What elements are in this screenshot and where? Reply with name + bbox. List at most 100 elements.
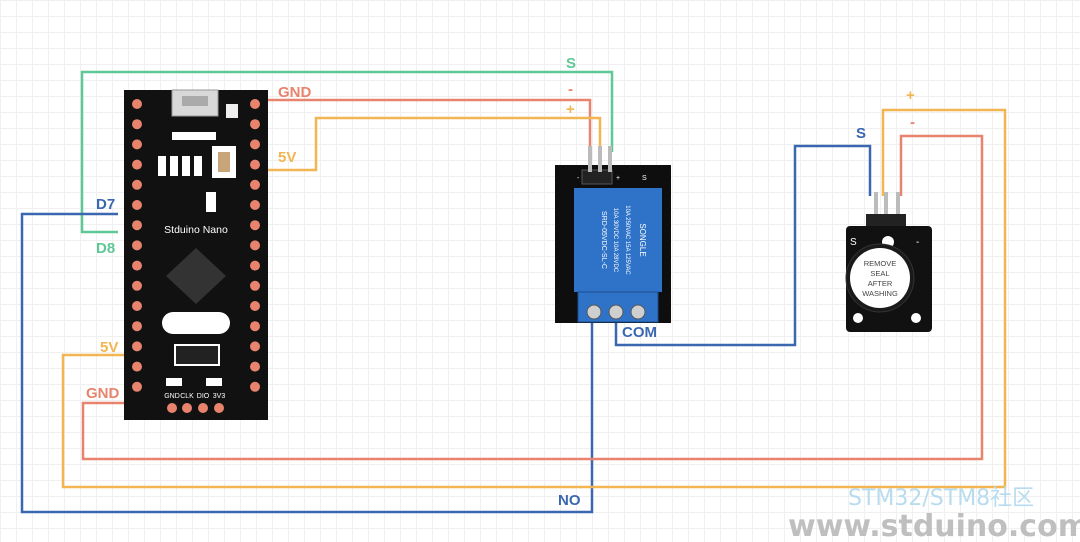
reset-button-cap <box>218 152 230 172</box>
board-right-pin-6 <box>250 200 260 210</box>
board-left-pin-header <box>132 99 142 392</box>
usb-port <box>182 96 208 106</box>
board-right-pin-7 <box>250 220 260 231</box>
board-left-pin-14 <box>132 361 142 372</box>
bottom-pin-3v3 <box>214 403 224 413</box>
board-left-pin-6 <box>132 200 142 210</box>
relay-terminal-com <box>608 304 624 320</box>
smd-component <box>206 192 216 212</box>
board-right-pin-3 <box>250 139 260 150</box>
bottom-pin-label-dio: DIO <box>197 393 210 400</box>
buzzer-mount-hole-right <box>911 313 921 323</box>
stduino-nano-board: Stduino Nano GND CLK DIO 3V3 <box>124 89 268 420</box>
label-com: COM <box>622 324 657 341</box>
board-left-pin-11 <box>132 301 142 311</box>
wire-signal-d7-to-relay-no <box>20 212 594 514</box>
relay-pin-label-s: S <box>642 175 647 182</box>
wire-5v-board-to-relay <box>248 116 602 172</box>
relay-terminal-no <box>586 304 602 320</box>
board-left-pin-1 <box>132 99 142 109</box>
label-d7: D7 <box>96 196 115 213</box>
buzzer-pin-minus <box>896 192 900 226</box>
board-right-pin-2 <box>250 119 260 130</box>
mcu-chip <box>166 248 226 304</box>
board-left-pin-12 <box>132 321 142 332</box>
board-left-pin-2 <box>132 119 142 130</box>
label-no: NO <box>558 492 581 509</box>
buzzer-pin-label-minus: - <box>916 237 919 248</box>
buzzer-pin-label-s: S <box>850 237 857 248</box>
watermark-line-2: www.stduino.com <box>788 509 1080 542</box>
label-top-gnd: GND <box>278 84 312 101</box>
wire-gnd-board-to-buzzer <box>81 134 984 461</box>
board-left-pin-7 <box>132 220 142 231</box>
svg-text:10A 30VDC 10A 28VDC: 10A 30VDC 10A 28VDC <box>612 208 618 273</box>
label-buzzer-s: S <box>856 125 866 142</box>
buzzer-sticker-line-1: REMOVE <box>864 259 897 268</box>
svg-text:SRD-05VDC-SL-C: SRD-05VDC-SL-C <box>600 211 607 269</box>
relay-label-text: SONGLE 10A 250VAC 15A 125VAC 10A 30VDC 1… <box>600 205 647 275</box>
bottom-pin-label-gnd: GND <box>164 393 180 400</box>
relay-input-header <box>581 169 613 185</box>
board-right-pin-10 <box>250 280 260 291</box>
relay-pin-plus <box>598 146 602 172</box>
board-right-pin-5 <box>250 179 260 190</box>
bottom-pin-dio <box>198 403 208 413</box>
wire-5v-board-to-buzzer <box>61 108 1007 489</box>
relay-pin-label-minus: - <box>577 175 580 182</box>
board-name-label: Stduino Nano <box>164 224 228 236</box>
relay-terminal-nc <box>630 304 646 320</box>
board-left-pin-5 <box>132 179 142 190</box>
board-right-pin-header <box>250 99 260 392</box>
wire-relay-com-to-buzzer-s <box>614 144 872 347</box>
bottom-pin-label-clk: CLK <box>180 393 194 400</box>
buzzer-mount-hole-left <box>853 313 863 323</box>
crystal-oscillator <box>162 312 230 334</box>
board-left-pin-15 <box>132 381 142 392</box>
board-left-pin-10 <box>132 280 142 291</box>
relay-module: - + S SONGLE 10A 250VAC 15A 125VAC 10A 3… <box>555 146 671 323</box>
label-top-5v: 5V <box>278 149 296 166</box>
label-buzzer-minus: - <box>910 114 915 131</box>
label-top-minus: - <box>568 81 573 98</box>
wire-labels: S GND - + 5V D7 D8 5V GND COM NO S + - <box>86 55 915 509</box>
board-left-pin-4 <box>132 159 142 170</box>
bottom-pin-label-3v3: 3V3 <box>213 393 226 400</box>
relay-body <box>574 188 662 292</box>
label-buzzer-plus: + <box>906 87 915 104</box>
board-right-pin-9 <box>250 260 260 271</box>
board-right-pin-8 <box>250 240 260 251</box>
board-right-pin-11 <box>250 301 260 311</box>
label-left-5v: 5V <box>100 339 118 356</box>
wire-signal-d8-to-relay-s <box>80 70 614 234</box>
chip-resistor-array <box>158 132 216 176</box>
board-right-pin-4 <box>250 159 260 170</box>
board-led <box>226 104 238 118</box>
buzzer-sticker-line-3: AFTER <box>868 279 893 288</box>
board-left-pin-13 <box>132 341 142 352</box>
label-top-s: S <box>566 55 576 72</box>
voltage-regulator-body <box>176 346 218 364</box>
board-bottom-pin-header: GND CLK DIO 3V3 <box>164 393 225 413</box>
relay-pin-minus <box>588 146 592 172</box>
bottom-pin-gnd <box>167 403 177 413</box>
board-right-pin-1 <box>250 99 260 109</box>
bottom-pin-clk <box>182 403 192 413</box>
board-right-pin-15 <box>250 381 260 392</box>
buzzer-pin-plus <box>884 192 888 226</box>
watermark: STM32/STM8社区 www.stduino.com <box>788 486 1080 542</box>
wires <box>20 70 1007 514</box>
relay-pin-label-plus: + <box>616 175 620 182</box>
board-left-pin-3 <box>132 139 142 150</box>
board-right-pin-14 <box>250 361 260 372</box>
svg-text:SONGLE: SONGLE <box>638 223 647 256</box>
label-left-gnd: GND <box>86 385 120 402</box>
relay-pin-s <box>608 146 612 172</box>
board-right-pin-13 <box>250 341 260 352</box>
label-d8: D8 <box>96 240 115 257</box>
buzzer-sticker-line-2: SEAL <box>870 269 889 278</box>
board-right-pin-12 <box>250 321 260 332</box>
wire-gnd-board-to-relay <box>248 98 592 148</box>
buzzer-sticker-line-4: WASHING <box>862 289 898 298</box>
